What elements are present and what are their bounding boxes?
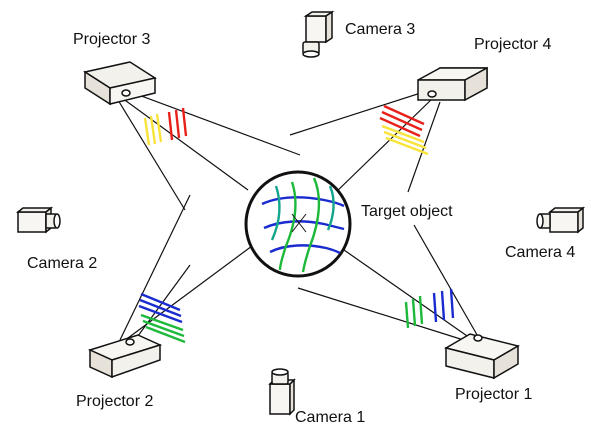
camera-3-icon [302,10,335,58]
target-object [244,170,352,278]
projector-3-rays [117,87,301,211]
projector-1-label: Projector 1 [455,386,533,403]
projector-4-label: Projector 4 [474,36,552,53]
projector-2-label: Projector 2 [76,393,154,410]
camera-2-label: Camera 2 [27,255,98,272]
camera-4-icon [536,206,586,234]
projector-3-label: Projector 3 [73,31,151,48]
projector-1-icon [444,333,520,380]
camera-1-icon [268,368,296,416]
camera-4-label: Camera 4 [505,244,576,261]
camera-2-icon [15,206,61,234]
fringe-pattern-projector-1 [404,288,455,329]
fringe-pattern-projector-3 [143,107,188,146]
projector-1-rays [297,224,481,343]
fringe-pattern-projector-4 [379,104,429,156]
target-object-cross [291,213,307,233]
projector-2-icon [87,334,163,379]
camera-1-label: Camera 1 [295,409,366,426]
fringe-pattern-projector-2 [138,292,186,344]
camera-3-label: Camera 3 [345,21,416,38]
target-object-surface-pattern [261,177,345,273]
projector-4-icon [417,66,488,102]
projector-3-icon [83,61,157,106]
target-object-label: Target object [361,203,453,220]
projector-2-rays [119,194,253,341]
